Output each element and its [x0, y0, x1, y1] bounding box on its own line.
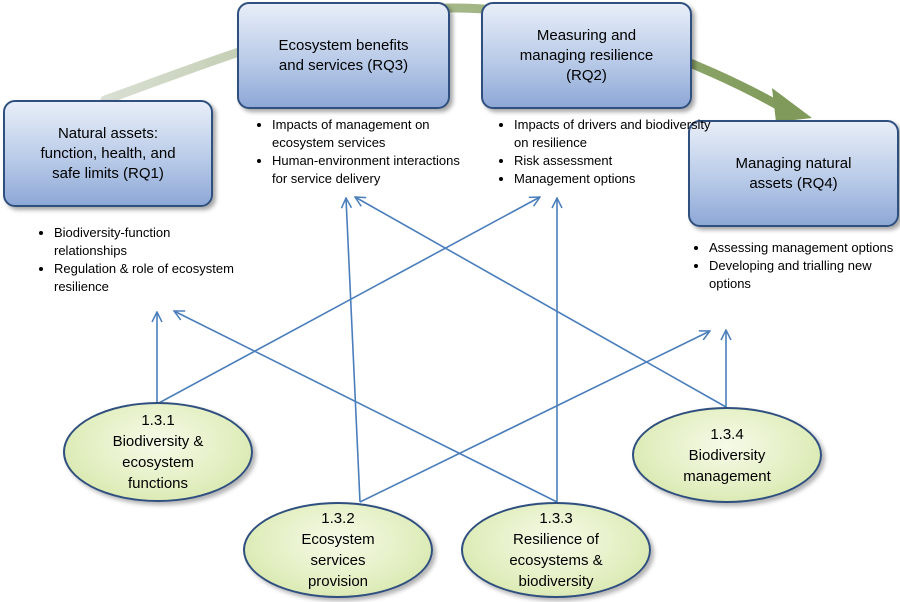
link-p132-to-rq3 [346, 198, 361, 503]
project-131-label: 1.3.1 Biodiversity & ecosystem functions [112, 412, 204, 492]
project-132-ellipse: 1.3.2 Ecosystem services provision [243, 502, 433, 598]
rq1-box: Natural assets: function, health, and sa… [3, 100, 213, 207]
list-item: Impacts of drivers and biodiversity on r… [514, 116, 714, 152]
project-132-label: 1.3.2 Ecosystem services provision [301, 510, 375, 590]
link-p133-to-rq1 [174, 311, 558, 503]
link-p131-to-rq2 [156, 197, 540, 405]
rq2-bullets: Impacts of drivers and biodiversity on r… [490, 116, 714, 188]
rq2-box: Measuring and managing resilience (RQ2) [481, 2, 692, 109]
links-layer [156, 197, 727, 503]
rq1-bullets: Biodiversity-function relationships Regu… [30, 224, 234, 296]
link-p134-to-rq3 [355, 197, 727, 408]
link-p132-to-rq4 [359, 331, 710, 503]
list-item: Impacts of management on ecosystem servi… [272, 116, 472, 152]
project-133-label: 1.3.3 Resilience of ecosystems & biodive… [509, 510, 603, 590]
list-item: Biodiversity-function relationships [54, 224, 234, 260]
rq1-label: Natural assets: function, health, and sa… [40, 124, 176, 182]
rq3-box: Ecosystem benefits and services (RQ3) [237, 2, 450, 109]
list-item: Human-environment interactions for servi… [272, 152, 472, 188]
rq4-box: Managing natural assets (RQ4) [688, 120, 899, 227]
project-134-ellipse: 1.3.4 Biodiversity management [632, 407, 822, 503]
rq2-label: Measuring and managing resilience (RQ2) [519, 26, 654, 84]
list-item: Regulation & role of ecosystem resilienc… [54, 260, 234, 296]
rq4-label: Managing natural assets (RQ4) [735, 154, 852, 192]
list-item: Risk assessment [514, 152, 714, 170]
rq3-bullets: Impacts of management on ecosystem servi… [248, 116, 472, 188]
project-131-ellipse: 1.3.1 Biodiversity & ecosystem functions [63, 402, 253, 502]
project-133-ellipse: 1.3.3 Resilience of ecosystems & biodive… [461, 502, 651, 598]
rq4-bullets: Assessing management options Developing … [685, 239, 900, 293]
rq3-label: Ecosystem benefits and services (RQ3) [278, 36, 409, 74]
list-item: Assessing management options [709, 239, 900, 257]
project-134-label: 1.3.4 Biodiversity management [683, 425, 771, 485]
flow-arc-head [772, 88, 812, 122]
list-item: Developing and trialling new options [709, 257, 900, 293]
list-item: Management options [514, 170, 714, 188]
